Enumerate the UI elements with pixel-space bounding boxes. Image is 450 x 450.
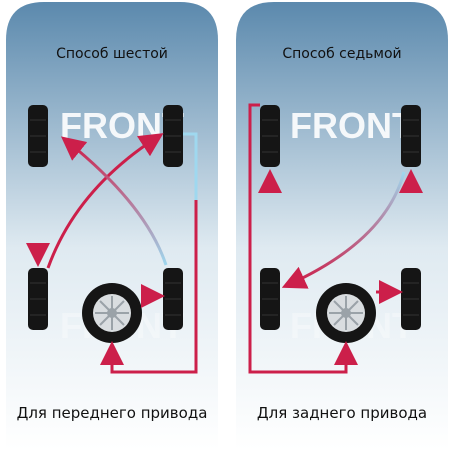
arrow-rear-right-to-front-left	[60, 136, 168, 266]
arrow-front-right-to-rear-left	[281, 171, 406, 289]
method-title: Способ шестой	[56, 46, 168, 62]
panel-graphic: FRONT FRONT	[236, 2, 448, 450]
method-title: Способ седьмой	[282, 46, 402, 62]
spare-wheel	[82, 283, 142, 343]
rotation-panel-front-drive: FRONT FRONT	[6, 0, 218, 450]
arrow-front-left-to-spare	[248, 103, 358, 374]
arrow-rear-left-to-front-right	[46, 133, 164, 269]
rotation-panel-rear-drive: FRONT FRONT	[236, 0, 448, 450]
panel-background	[236, 2, 448, 450]
spare-wheel	[316, 283, 376, 343]
panel-graphic: FRONT FRONT	[6, 2, 218, 450]
drive-caption: Для заднего привода	[256, 404, 428, 422]
front-label: FRONT	[290, 105, 414, 146]
drive-caption: Для переднего привода	[16, 404, 208, 422]
